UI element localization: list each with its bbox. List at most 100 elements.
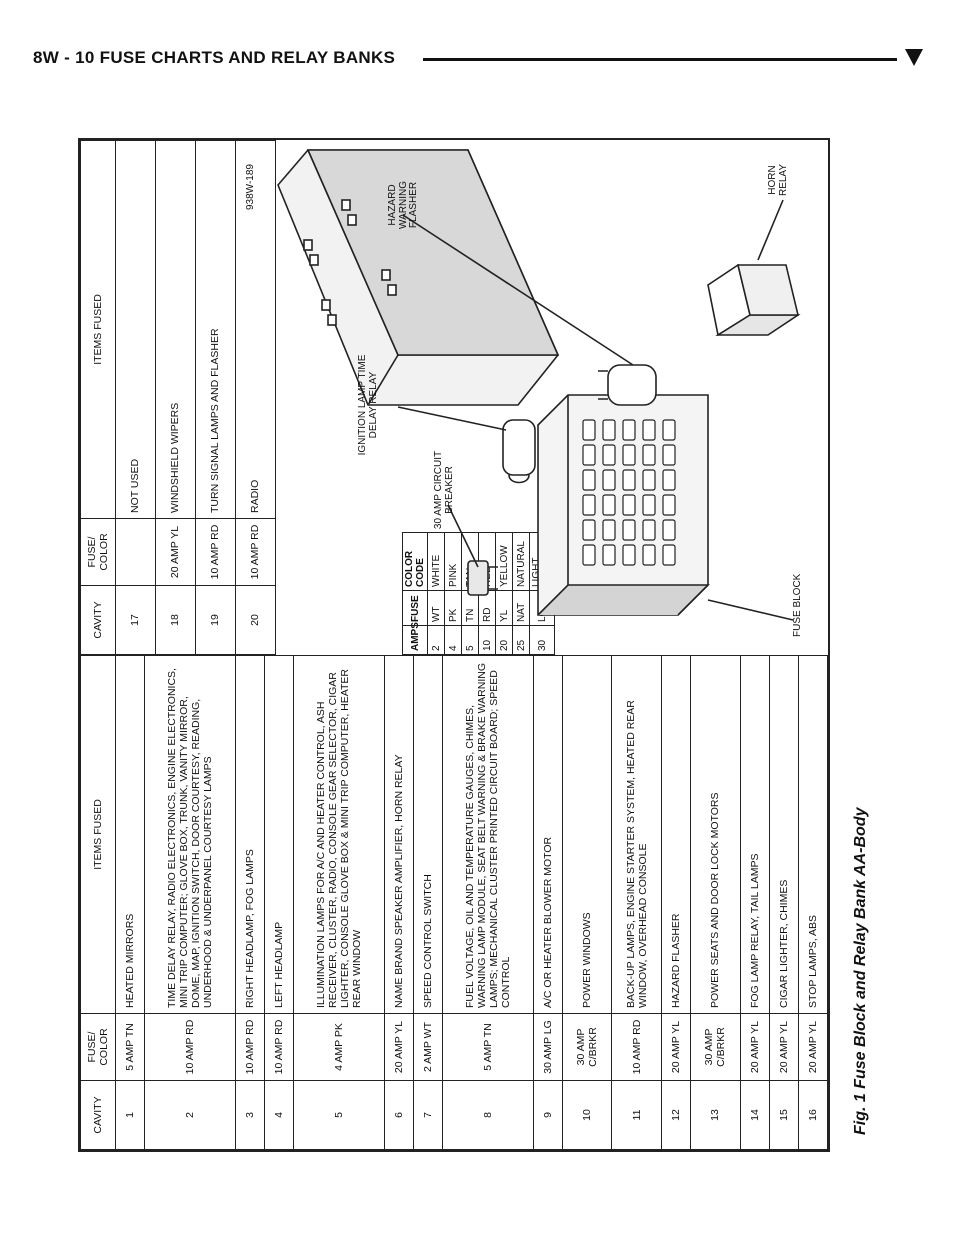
header-cavity: CAVITY — [80, 1080, 116, 1150]
cell-fuse: 30 AMP C/BRKR — [562, 1013, 612, 1081]
cell-cavity: 1 — [115, 1080, 145, 1150]
circuit-breaker-pins — [488, 566, 498, 590]
leader-horn-relay — [757, 199, 784, 261]
socket — [321, 299, 331, 311]
fuse-slot — [642, 544, 656, 566]
cell-cavity: 19 — [195, 585, 236, 655]
cell-fuse: 10 AMP RD — [264, 1013, 294, 1081]
fuse-slot — [662, 419, 676, 441]
cell-items: STOP LAMPS, ABS — [798, 655, 828, 1014]
cell-cavity: 11 — [611, 1080, 662, 1150]
figure-caption-wrap: Fig. 1 Fuse Block and Relay Bank AA-Body — [852, 635, 874, 1135]
cell-items: TIME DELAY RELAY, RADIO ELECTRONICS, ENG… — [144, 655, 236, 1014]
cell-items: FUEL VOLTAGE, OIL AND TEMPERATURE GAUGES… — [442, 655, 534, 1014]
table-header-row: CAVITY FUSE/ COLOR ITEMS FUSED — [80, 655, 116, 1150]
cell-items: LEFT HEADLAMP — [264, 655, 294, 1014]
cell-cavity: 16 — [798, 1080, 828, 1150]
header-rule — [423, 58, 897, 61]
cell-fuse: 2 AMP WT — [413, 1013, 443, 1081]
label-fuse-block: FUSE BLOCK — [792, 573, 803, 637]
time-delay-relay-part — [502, 419, 536, 476]
header-cavity: CAVITY — [80, 585, 116, 655]
hazard-flasher-part — [607, 364, 657, 406]
leader-time-delay-relay — [397, 406, 507, 431]
flasher-pins — [598, 370, 608, 400]
cell-fuse: 20 AMP YL — [798, 1013, 828, 1081]
fuse-slot — [582, 469, 596, 491]
cell-cavity: 15 — [769, 1080, 799, 1150]
fuse-slot — [602, 469, 616, 491]
circuit-breaker-part — [467, 560, 489, 596]
cell-cavity: 3 — [235, 1080, 265, 1150]
cell-cavity: 6 — [384, 1080, 414, 1150]
cell-items: NAME BRAND SPEAKER AMPLIFIER, HORN RELAY — [384, 655, 414, 1014]
socket — [303, 239, 313, 251]
socket — [309, 254, 319, 266]
figure-caption: Fig. 1 Fuse Block and Relay Bank AA-Body — [852, 807, 869, 1135]
relay-cap — [508, 474, 530, 484]
fuse-slot — [622, 419, 636, 441]
cell-cavity: 9 — [533, 1080, 563, 1150]
fuse-slot — [582, 419, 596, 441]
fuse-slot — [642, 469, 656, 491]
table-header-row: CAVITY FUSE/ COLOR ITEMS FUSED — [80, 140, 116, 655]
cell-cavity: 7 — [413, 1080, 443, 1150]
label-horn-relay: HORN RELAY — [767, 163, 789, 197]
cell-cavity: 18 — [155, 585, 196, 655]
cell-items: FOG LAMP RELAY, TAIL LAMPS — [740, 655, 770, 1014]
header-items-fused: ITEMS FUSED — [80, 655, 116, 1014]
fuse-slot — [602, 544, 616, 566]
socket — [327, 314, 337, 326]
fuse-block-illustration: FUSE BLOCK 30 AMP CIRCUIT BREAKER IGNITI… — [238, 140, 828, 655]
fuse-slot — [582, 544, 596, 566]
leader-fuse-block — [707, 599, 794, 621]
cell-cavity: 4 — [264, 1080, 294, 1150]
cell-fuse: 20 AMP YL — [384, 1013, 414, 1081]
leader-circuit-breaker — [447, 504, 479, 568]
fuse-slot — [582, 494, 596, 516]
fuse-slot — [622, 444, 636, 466]
fuse-slot — [662, 519, 676, 541]
cell-fuse: 30 AMP C/BRKR — [690, 1013, 741, 1081]
label-circuit-breaker: 30 AMP CIRCUIT BREAKER — [433, 450, 455, 530]
down-triangle-icon — [905, 49, 923, 66]
horn-relay-front — [736, 264, 800, 316]
cell-fuse: 20 AMP YL — [155, 518, 196, 586]
fuse-block-side — [537, 584, 710, 616]
cell-cavity: 10 — [562, 1080, 612, 1150]
cell-fuse: 20 AMP YL — [661, 1013, 691, 1081]
fuse-slot — [662, 494, 676, 516]
cell-items: A/C OR HEATER BLOWER MOTOR — [533, 655, 563, 1014]
fuse-slot — [582, 519, 596, 541]
cell-fuse: 10 AMP RD — [195, 518, 236, 586]
label-time-delay-relay: IGNITION LAMP TIME DELAY RELAY — [357, 354, 379, 456]
relay-bank-side — [306, 149, 560, 356]
cell-items: NOT USED — [115, 140, 156, 519]
cell-fuse: 10 AMP RD — [235, 1013, 265, 1081]
cell-items: ILLUMINATION LAMPS FOR A/C AND HEATER CO… — [293, 655, 385, 1014]
cell-cavity: 2 — [144, 1080, 236, 1150]
fuse-slot — [642, 494, 656, 516]
cell-fuse: 20 AMP YL — [769, 1013, 799, 1081]
socket — [347, 214, 357, 226]
fuse-slot — [662, 469, 676, 491]
header-fuse-color: FUSE/ COLOR — [80, 1013, 116, 1081]
page-title: 8W - 10 FUSE CHARTS AND RELAY BANKS — [33, 48, 396, 67]
fuse-slot — [622, 544, 636, 566]
cell-items: HAZARD FLASHER — [661, 655, 691, 1014]
fuse-slot — [622, 519, 636, 541]
cell-fuse: 5 AMP TN — [442, 1013, 534, 1081]
